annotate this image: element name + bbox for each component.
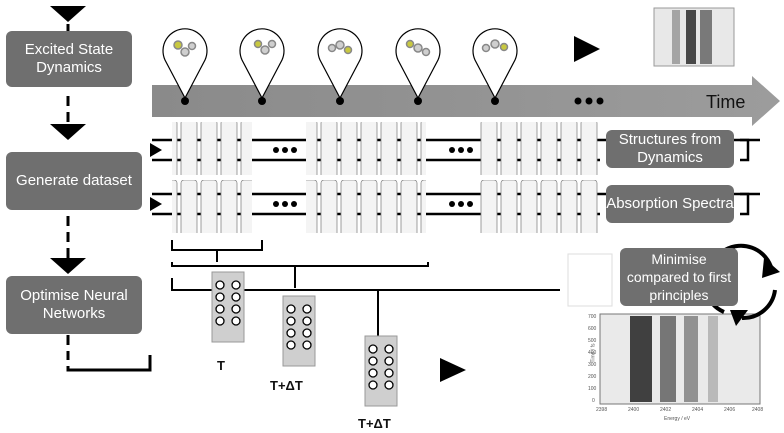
spectrum-xtick: 2402: [660, 407, 672, 413]
down-triangle-icon: [50, 258, 86, 274]
box-structures: Structures from Dynamics: [606, 130, 734, 168]
play-triangle-icon: [574, 36, 600, 62]
box-label: Minimise compared to first principles: [626, 251, 732, 303]
timeline-label: Time: [706, 92, 746, 112]
neural-net-3: [364, 335, 398, 407]
box-label: Structures from Dynamics: [618, 131, 722, 166]
spectrum-ytick: 200: [588, 374, 597, 380]
left-connector: [66, 24, 152, 372]
step-label: Optimise Neural Networks: [20, 287, 128, 322]
spectrum-xtick: 2398: [596, 407, 608, 413]
row-pointer-icon: [150, 143, 162, 157]
spectrum-xtick: 2408: [752, 407, 764, 413]
network-label-t: T: [217, 358, 225, 373]
play-triangle-icon: [440, 358, 466, 382]
spectrum-ytick: 500: [588, 338, 597, 344]
step-generate-dataset: Generate dataset: [6, 152, 142, 210]
timeline-arrow: [152, 76, 780, 126]
spectrum-xtick: 2400: [628, 407, 640, 413]
down-triangle-icon: [50, 124, 86, 140]
spectrum-ytick: 400: [588, 350, 597, 356]
step-excited-state-dynamics: Excited State Dynamics: [6, 31, 132, 87]
spectrum-ytick: 300: [588, 362, 597, 368]
spectrum-xtick: 2406: [724, 407, 736, 413]
faint-plot-frame: [567, 253, 613, 307]
data-columns: [172, 122, 600, 233]
network-label-t-dt: T+ΔT: [270, 378, 303, 393]
neural-net-1: [211, 271, 245, 343]
box-absorption: Absorption Spectra: [606, 185, 734, 223]
box-label: Absorption Spectra: [606, 195, 734, 212]
spectrum-ytick: 700: [588, 314, 597, 320]
neural-net-2: [282, 295, 316, 367]
row-pointer-icon: [150, 197, 162, 211]
spectrum-plot-main: [599, 313, 761, 405]
spectrum-ytick: 100: [588, 386, 597, 392]
molecule-icon: [173, 39, 509, 57]
mini-spectrum-plot: [653, 7, 735, 67]
spectrum-ytick: 0: [592, 398, 595, 404]
step-triangles: [50, 6, 86, 274]
down-triangle-icon: [50, 6, 86, 22]
step-label: Excited State Dynamics: [24, 41, 114, 76]
network-label-t-dt-2: T+ΔT: [358, 416, 391, 431]
window-brackets: [171, 240, 560, 336]
box-minimise: Minimise compared to first principles: [620, 248, 738, 306]
step-optimise-networks: Optimise Neural Networks: [6, 276, 142, 334]
step-label: Generate dataset: [16, 172, 132, 189]
spectrum-xtick: 2404: [692, 407, 704, 413]
spectrum-xlabel: Energy / eV: [664, 416, 691, 422]
spectrum-ytick: 600: [588, 326, 597, 332]
